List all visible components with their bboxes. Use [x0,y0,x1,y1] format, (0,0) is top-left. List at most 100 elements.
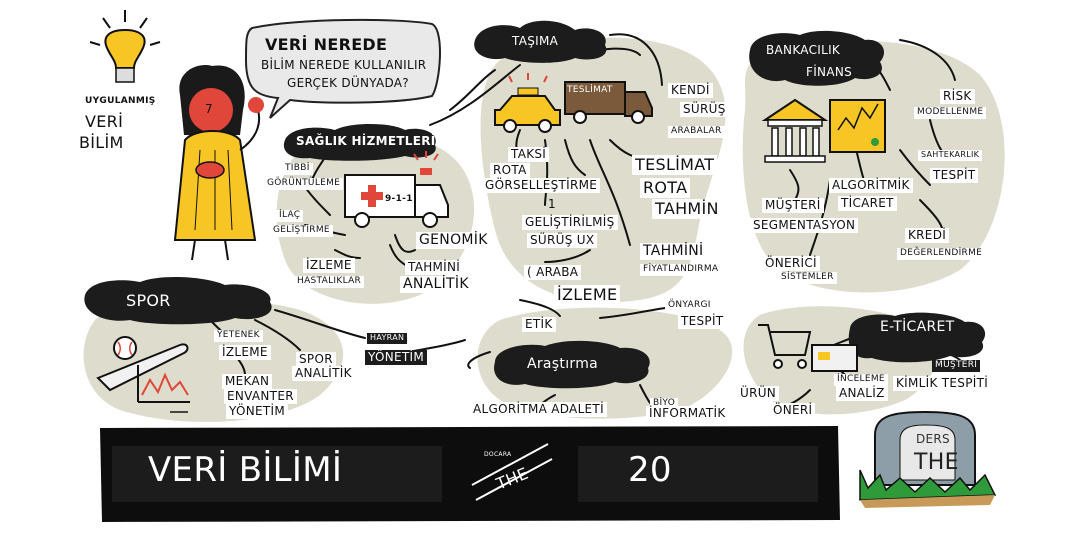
person-illustration [173,65,264,261]
predictive-label: TAHMİNİ [405,260,464,276]
predictive-pricing-label: TAHMİNİ [640,243,707,261]
customer-label: MÜŞTERİ [762,198,824,214]
identity-label: KİMLİK TESPİTİ [893,376,992,392]
review-label: İNCELEME [834,374,888,386]
genomics-label: GENOMİK [416,232,491,250]
assessment-label: DEĞERLENDİRME [897,248,986,260]
bubble-title: VERİ NEREDE [262,35,391,55]
title-bar-panel-right [578,446,818,502]
banking-title: BANKACILIK [766,43,841,57]
research-title-cloud [494,340,650,389]
bias-detection-label: TESPİT [678,314,727,330]
credit-card-icon [811,344,858,372]
fraud-detection-label: TESPİT [930,168,979,184]
trading-label: TİCARET [838,196,897,212]
baseball-icon [96,336,189,392]
tombstone-the: THE [914,450,959,475]
data-label: VERİ [82,112,127,132]
bubble-subtitle-2: GERÇEK DÜNYADA? [284,76,412,92]
pricing-label: FİYATLANDIRMA [640,264,722,276]
forecast-label: TAHMİN [652,199,722,219]
bar-number: 20 [628,450,672,490]
taxi-icon [494,73,561,133]
one-label: 1 [548,197,556,211]
bubble-subtitle-1: BİLİM NEREDE KULLANILIR [258,58,430,74]
applied-label: UYGULANMIŞ [82,96,159,108]
bioinformatics-label: İNFORMATİK [646,406,729,422]
ambulance-icon [344,151,449,228]
inventory-label: ENVANTER [224,389,297,405]
review-analysis-label: ANALİZ [836,386,888,402]
driving-label: SÜRÜŞ [680,102,729,118]
title-bar-panel-left [112,446,442,502]
ecommerce-title-cloud [848,312,986,363]
systems-label: SİSTEMLER [778,272,837,284]
taxi-label: TAKSİ [508,147,550,163]
fan-label: HAYRAN [367,333,408,344]
drug-label: İLAÇ [276,210,304,222]
the-small-label: DOCARA [484,451,512,458]
talent-tracking-label: İZLEME [219,345,271,361]
research-title: Araştırma [527,356,599,372]
improved-label: GELİŞTİRİLMİŞ [522,215,618,231]
diseases-label: HASTALIKLAR [294,276,365,288]
lightbulb-icon [89,10,161,83]
truck-label: TESLİMAT [567,85,613,95]
face-number: 7 [205,102,213,116]
risk-label: RİSK [940,89,975,105]
bar-title: VERİ BİLİMİ [148,450,343,490]
development-label: GELİŞTİRME [270,225,333,237]
delivery-truck-icon [564,81,653,124]
shopping-cart-icon [758,324,812,369]
transport-title: TAŞIMA [512,34,559,48]
route-label-2: ROTA [640,178,691,198]
route-label: ROTA [490,163,530,179]
recommender-label: ÖNERİCİ [762,256,820,272]
finance-title: FİNANS [806,65,853,79]
bias-label: ÖNYARGI [665,300,714,312]
algorithmic-label: ALGORİTMİK [829,178,913,194]
recommendation-label: ÖNERİ [770,403,816,419]
sports-analytics-label: ANALİTİK [292,366,355,382]
credit-label: KREDİ [905,228,950,244]
ethics-label: ETİK [522,317,556,333]
customer-id-label: MÜŞTERİ [932,360,981,372]
tracking-label: İZLEME [554,285,621,305]
monitoring-label: İZLEME [303,258,355,274]
banking-title-cloud [749,30,885,86]
analytics-label: ANALİTİK [400,276,472,294]
fan-management-label: YÖNETİM [365,350,428,366]
delivery-label: TESLİMAT [632,155,718,175]
healthcare-title-cloud [283,124,436,161]
bio-label: BİYO [650,398,679,410]
inventory-management-label: YÖNETİM [226,404,289,420]
cars-label: ARABALAR [668,126,725,138]
venue-label: MEKAN [222,374,273,390]
sports-label: SPOR [296,352,336,368]
imaging-label: GÖRÜNTÜLEME [264,178,344,190]
science-label: BİLİM [76,133,127,153]
healthcare-title: SAĞLIK HİZMETLERİ [296,134,436,148]
talent-label: YETENEK [214,330,263,342]
transport-title-cloud [474,20,607,63]
sports-line-chart-icon [137,365,190,413]
modeling-label: MODELLENME [914,107,987,119]
tombstone-lesson: DERS [916,432,950,446]
algorithm-fairness-label: ALGORİTMA ADALETİ [470,402,607,418]
bank-building-icon [761,98,829,163]
visualization-label: GÖRSELLEŞTİRME [482,178,601,194]
car-label: ( ARABA [524,265,582,281]
self-label: KENDİ [668,83,713,99]
product-label: ÜRÜN [737,386,780,402]
tombstone-icon [859,410,997,508]
ambulance-number: 9-1-1 [385,194,413,204]
driving-ux-label: SÜRÜŞ UX [527,233,598,249]
sports-title-cloud [84,276,272,325]
medical-label: TIBBİ [282,163,313,175]
finance-chart-card-icon [829,99,886,153]
fraud-label: SAHTEKARLIK [918,150,983,161]
the-logo-mark [471,443,553,501]
sports-title: SPOR [126,291,171,310]
ecommerce-title: E-TİCARET [880,319,955,335]
segmentation-label: SEGMENTASYON [750,218,859,234]
